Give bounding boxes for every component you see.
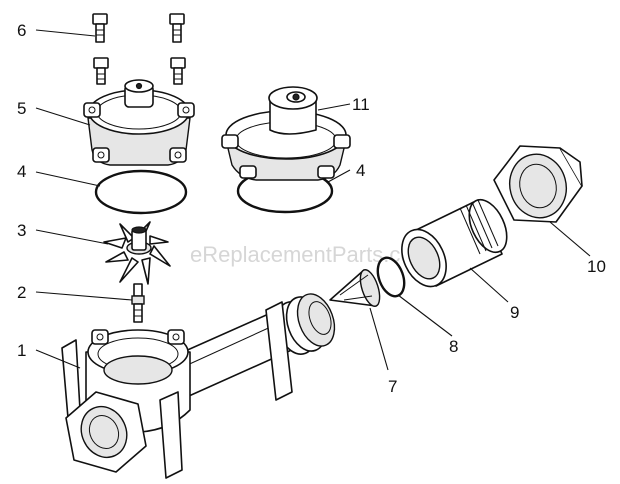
bolt-top-right bbox=[169, 13, 185, 43]
part-8-small-o-ring bbox=[376, 256, 406, 298]
callout-2: 2 bbox=[17, 283, 26, 302]
bolt-top-left bbox=[92, 13, 108, 43]
watermark-text: eReplacementParts.com bbox=[190, 242, 431, 267]
callout-10: 10 bbox=[587, 257, 606, 276]
part-10-hex-nut bbox=[493, 145, 583, 223]
bolt-bottom-right bbox=[170, 57, 186, 85]
callout-3: 3 bbox=[17, 221, 26, 240]
part-9-threaded-adapter bbox=[401, 198, 508, 288]
callout-4-left: 4 bbox=[17, 162, 26, 181]
part-5-pump-cover bbox=[83, 79, 195, 166]
callouts: 6 5 4 3 2 1 11 4 7 8 9 10 bbox=[17, 21, 606, 396]
callout-11: 11 bbox=[352, 95, 370, 114]
callout-9: 9 bbox=[510, 303, 519, 322]
part-1-pump-body bbox=[61, 293, 336, 479]
bolt-bottom-left bbox=[93, 57, 109, 85]
part-7-cone-nozzle bbox=[329, 269, 381, 307]
part-11-motor-cover bbox=[221, 86, 351, 181]
callout-7: 7 bbox=[388, 377, 397, 396]
callout-5: 5 bbox=[17, 99, 26, 118]
callout-6: 6 bbox=[17, 21, 26, 40]
callout-1: 1 bbox=[17, 341, 26, 360]
callout-4-right: 4 bbox=[356, 161, 365, 180]
callout-8: 8 bbox=[449, 337, 458, 356]
part-3-impeller bbox=[103, 221, 171, 285]
leader-lines bbox=[35, 29, 591, 371]
part-6-bolts bbox=[92, 13, 186, 85]
part-2-shaft bbox=[131, 283, 145, 323]
part-4-o-ring-left bbox=[94, 169, 188, 215]
